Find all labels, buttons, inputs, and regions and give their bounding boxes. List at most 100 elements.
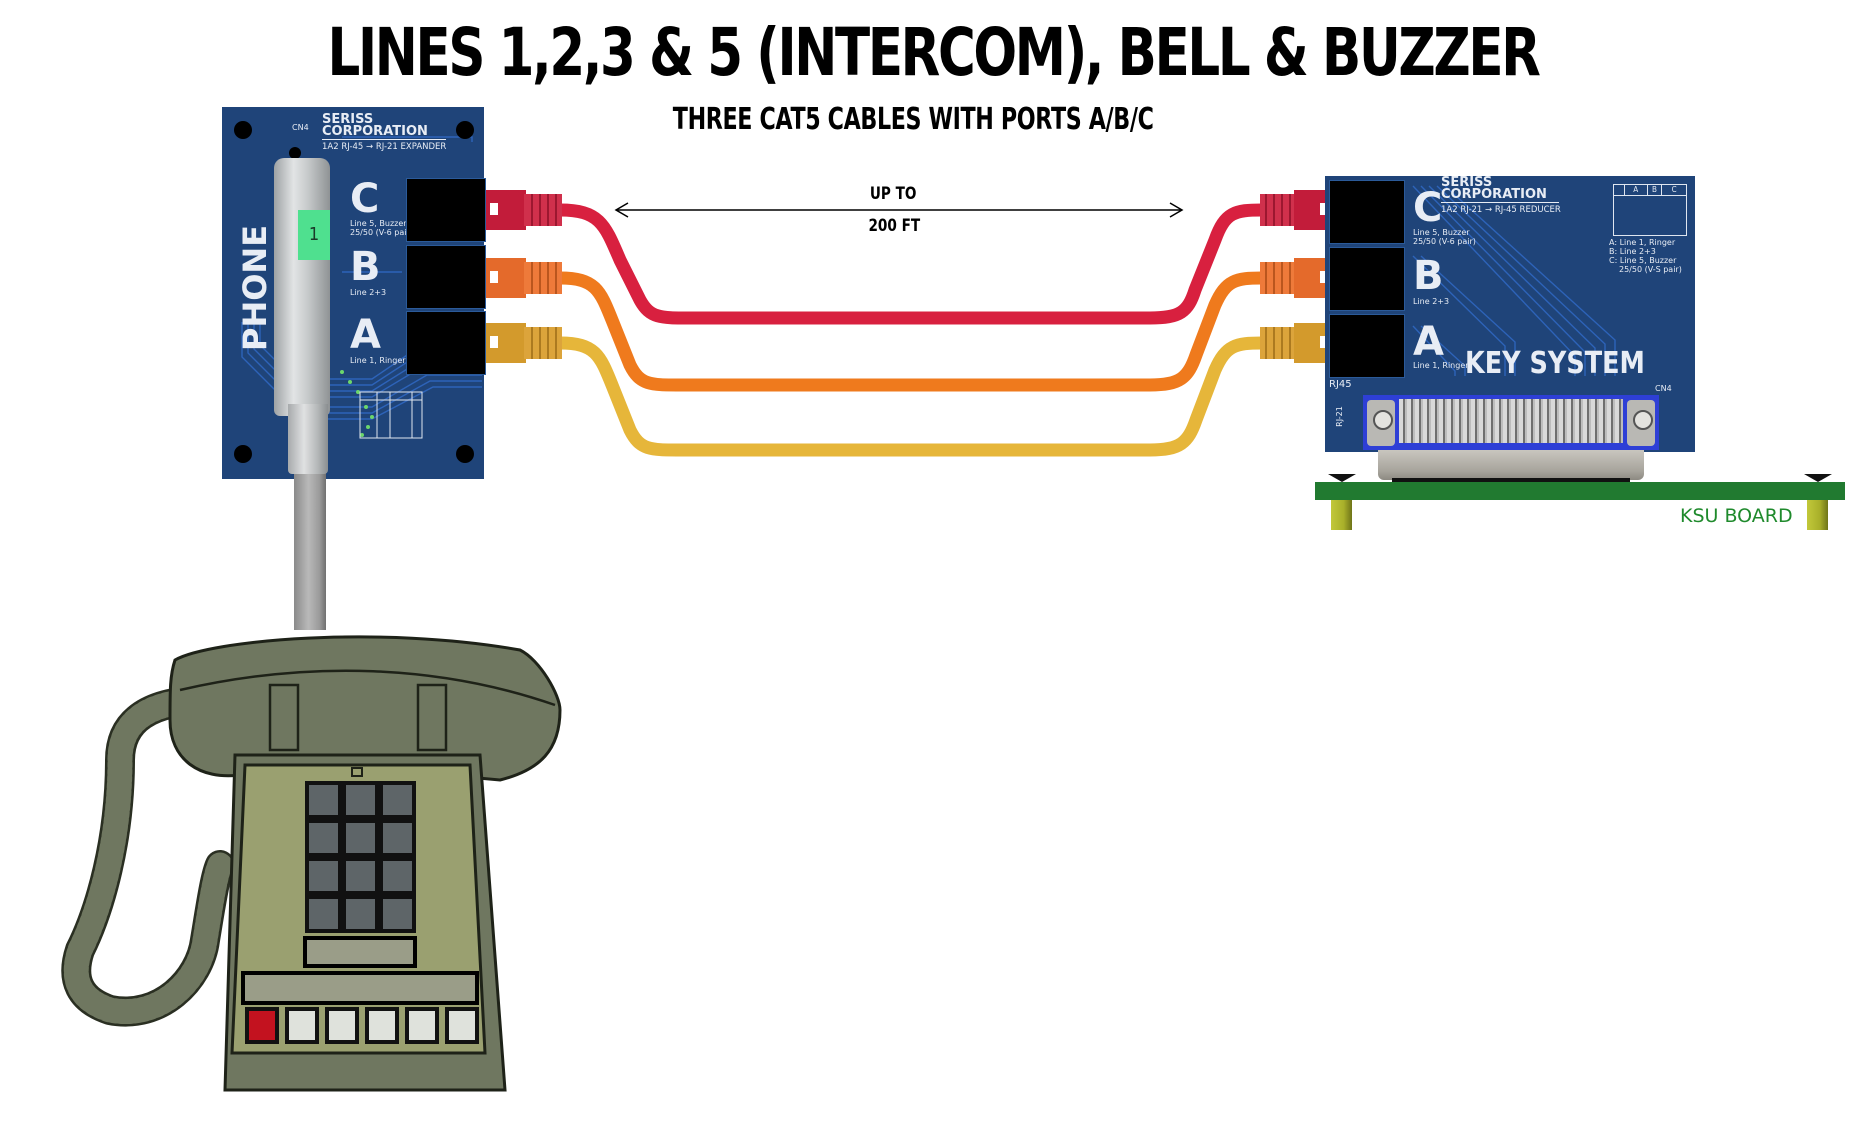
- standoff-right: [1807, 500, 1828, 530]
- right-plug-a: [1260, 323, 1330, 363]
- keypad-key[interactable]: [305, 781, 342, 819]
- table-header-b: B: [1648, 185, 1663, 195]
- company-name-line2: CORPORATION: [322, 125, 446, 140]
- distance-arrow: [614, 202, 1184, 218]
- company-name-line1: SERISS: [322, 112, 374, 127]
- keypad-key[interactable]: [305, 895, 342, 933]
- pinout-table: [359, 391, 423, 439]
- keypad-key[interactable]: [305, 819, 342, 857]
- port-a-desc: Line 1, Ringer: [350, 356, 406, 365]
- label-strip: [241, 971, 479, 1005]
- port-c-desc: Line 5, Buzzer: [1413, 228, 1470, 237]
- rj21-connector-frame: [1363, 395, 1659, 450]
- product-name: 1A2 RJ-45 → RJ-21 EXPANDER: [322, 142, 447, 152]
- port-b-letter: B: [1413, 253, 1444, 299]
- indicator-slot: [351, 767, 363, 777]
- ksu-board: [1315, 482, 1845, 500]
- port-c-desc2: 25/50 (V-6 pair): [350, 228, 413, 237]
- mount-hole: [234, 445, 252, 463]
- company-name-line2: CORPORATION: [1441, 188, 1559, 203]
- expander-board: CN4 SERISS CORPORATION 1A2 RJ-45 → RJ-21…: [222, 107, 486, 479]
- right-plug-b-ribs: [1265, 262, 1291, 294]
- screw-icon: [1804, 474, 1832, 482]
- line-button-line-4[interactable]: [405, 1007, 439, 1044]
- display-window: [303, 936, 417, 968]
- port-c-desc2: 25/50 (V-6 pair): [1413, 237, 1476, 246]
- left-plug-a: [486, 323, 562, 363]
- led-hole: [289, 147, 301, 159]
- rj45-port-b: [406, 245, 486, 309]
- cradle-right: [416, 683, 448, 752]
- company-name-line1: SERISS: [1441, 175, 1493, 190]
- port-b-letter: B: [350, 244, 381, 290]
- line-button-line-2[interactable]: [325, 1007, 359, 1044]
- left-plug-b-ribs: [531, 262, 557, 294]
- line-button-line-3[interactable]: [365, 1007, 399, 1044]
- line-buttons: [245, 1007, 479, 1044]
- rj45-label: RJ45: [1329, 379, 1352, 390]
- rj45-port-a: [406, 311, 486, 375]
- handset: [168, 635, 562, 782]
- right-plug-a-ribs: [1265, 327, 1291, 359]
- port-b-desc: Line 2+3: [1413, 297, 1450, 306]
- keypad: [305, 781, 416, 933]
- keypad-key[interactable]: [379, 781, 416, 819]
- phone-side-label: PHONE: [236, 224, 274, 351]
- screw-tab-left: [1367, 400, 1395, 446]
- keypad-key[interactable]: [305, 857, 342, 895]
- cn4-label: CN4: [1655, 384, 1672, 393]
- arrow-right-head: [1169, 202, 1184, 218]
- cn4-label: CN4: [292, 123, 309, 132]
- table-header-a: A: [1625, 185, 1648, 195]
- keypad-key[interactable]: [379, 819, 416, 857]
- pcb-traces: [1412, 185, 1616, 376]
- line-button-line-1[interactable]: [285, 1007, 319, 1044]
- line-button-hold[interactable]: [245, 1007, 279, 1044]
- product-name: 1A2 RJ-21 → RJ-45 REDUCER: [1441, 205, 1561, 215]
- keypad-key[interactable]: [379, 857, 416, 895]
- right-plug-c: [1260, 190, 1330, 230]
- mount-hole: [234, 121, 252, 139]
- line-button-line-5[interactable]: [445, 1007, 479, 1044]
- port-a-desc: Line 1, Ringer: [1413, 361, 1469, 370]
- rj21-connector-body: [1378, 450, 1644, 480]
- distance-label-line1: UP TO: [869, 184, 917, 204]
- port-c-letter: C: [350, 176, 380, 222]
- rj21-connector-boot: [288, 404, 328, 474]
- left-plug-a-ribs: [531, 327, 557, 359]
- keypad-key[interactable]: [342, 857, 379, 895]
- screw-tab-right: [1627, 400, 1655, 446]
- cradle-left: [268, 683, 300, 752]
- amphenol-cable: [294, 470, 326, 630]
- arrow-left-head: [614, 202, 629, 218]
- distance-label-line2: 200 FT: [868, 216, 921, 236]
- right-plug-b: [1260, 258, 1330, 298]
- cable-b: [553, 271, 1269, 392]
- screw-icon: [1328, 474, 1356, 482]
- legend-line-b: B: Line 2+3: [1609, 247, 1656, 256]
- port-c-letter: C: [1413, 185, 1443, 231]
- diagram-title: LINES 1,2,3 & 5 (INTERCOM), BELL & BUZZE…: [327, 14, 1540, 91]
- port-c-desc: Line 5, Buzzer: [350, 219, 407, 228]
- connector-tag: 1: [298, 210, 330, 260]
- mount-hole: [456, 121, 474, 139]
- standoff-left: [1331, 500, 1352, 530]
- keypad-key[interactable]: [379, 895, 416, 933]
- rj45-port-c: [406, 178, 486, 242]
- diagram-subtitle: THREE CAT5 CABLES WITH PORTS A/B/C: [672, 102, 1154, 137]
- rj45-port-b: [1329, 247, 1405, 311]
- rj21-pins: [1399, 399, 1623, 443]
- port-b-desc: Line 2+3: [350, 288, 387, 297]
- keypad-key[interactable]: [342, 819, 379, 857]
- right-plug-c-ribs: [1265, 194, 1291, 226]
- keypad-key[interactable]: [342, 781, 379, 819]
- pinout-table: A B C: [1613, 184, 1687, 236]
- port-a-letter: A: [350, 312, 381, 358]
- telephone: [61, 635, 562, 1092]
- left-plug-b: [486, 258, 562, 298]
- rj45-port-c: [1329, 180, 1405, 244]
- cable-a: [553, 336, 1269, 457]
- key-system-label: KEY SYSTEM: [1465, 346, 1645, 381]
- keypad-key[interactable]: [342, 895, 379, 933]
